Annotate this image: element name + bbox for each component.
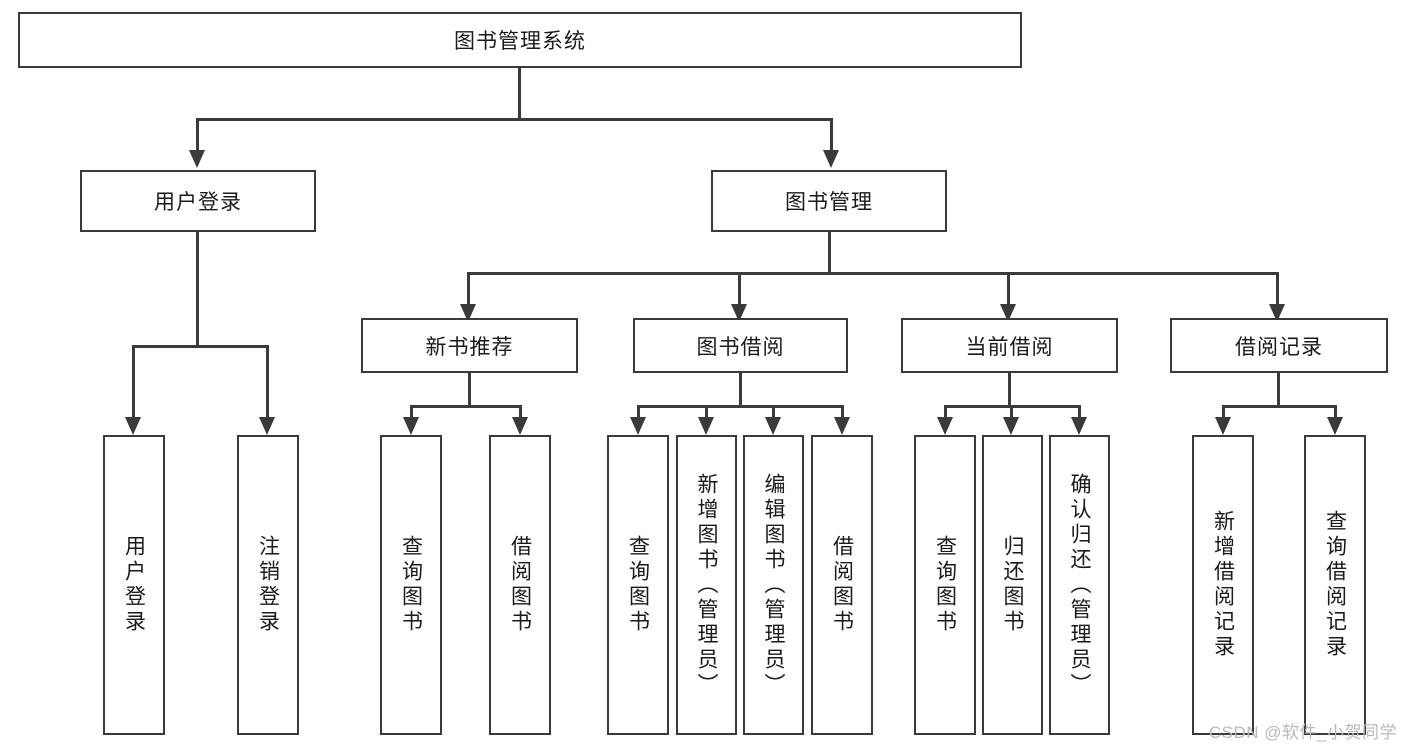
leaf-query-book-3[interactable]: 查询图书 [914, 435, 976, 735]
arrow-bm-to-borrow-record [1269, 304, 1285, 322]
edge-root-stem [518, 68, 521, 118]
node-current-borrow-label: 当前借阅 [965, 335, 1054, 359]
edge-bb-stem [739, 373, 742, 405]
edge-br-to-leaf-1 [1334, 405, 1337, 417]
leaf-borrow-book-1-label: 借阅图书 [508, 535, 532, 635]
edge-bb-bus [637, 405, 844, 408]
arrow-bm-to-current-borrow [1000, 304, 1016, 322]
arrow-cb-to-leaf-1 [1003, 417, 1019, 435]
node-book-borrow[interactable]: 图书借阅 [633, 318, 848, 373]
arrow-nbr-to-leaf-0 [403, 417, 419, 435]
node-book-borrow-label: 图书借阅 [696, 335, 785, 359]
node-book-management-label: 图书管理 [785, 191, 873, 214]
edge-cb-to-leaf-1 [1010, 405, 1013, 417]
arrow-bm-to-book-borrow [731, 304, 747, 322]
arrow-cb-to-leaf-0 [937, 417, 953, 435]
leaf-edit-book-label: 编辑图书（管理员） [762, 472, 785, 698]
leaf-logout[interactable]: 注销登录 [237, 435, 299, 735]
leaf-add-record[interactable]: 新增借阅记录 [1192, 435, 1254, 735]
edge-user-login-stem [196, 232, 199, 345]
leaf-confirm-return[interactable]: 确认归还（管理员） [1049, 435, 1110, 735]
leaf-return-book-label: 归还图书 [1001, 535, 1024, 635]
arrow-bb-to-leaf-0 [630, 417, 646, 435]
leaf-confirm-return-label: 确认归还（管理员） [1068, 472, 1091, 698]
leaf-borrow-book-1[interactable]: 借阅图书 [489, 435, 551, 735]
node-new-book-recommend[interactable]: 新书推荐 [361, 318, 578, 373]
edge-cb-to-leaf-2 [1078, 405, 1081, 417]
edge-user-login-to-leaf-0 [132, 345, 135, 417]
node-new-book-recommend-label: 新书推荐 [425, 335, 514, 359]
node-user-login-label: 用户登录 [154, 191, 242, 214]
node-borrow-record-label: 借阅记录 [1235, 335, 1323, 359]
edge-bm-to-book-borrow [738, 272, 741, 304]
leaf-edit-book[interactable]: 编辑图书（管理员） [743, 435, 804, 735]
node-book-management[interactable]: 图书管理 [711, 170, 947, 232]
leaf-query-record[interactable]: 查询借阅记录 [1304, 435, 1366, 735]
arrow-br-to-leaf-0 [1215, 417, 1231, 435]
edge-bb-to-leaf-3 [841, 405, 844, 417]
node-root-label: 图书管理系统 [454, 30, 586, 53]
leaf-query-book-3-label: 查询图书 [933, 535, 957, 635]
arrow-bb-to-leaf-1 [698, 417, 714, 435]
edge-br-bus [1222, 405, 1337, 408]
leaf-borrow-book-2-label: 借阅图书 [830, 535, 854, 635]
edge-bb-to-leaf-2 [772, 405, 775, 417]
leaf-query-book-1[interactable]: 查询图书 [380, 435, 442, 735]
leaf-user-login[interactable]: 用户登录 [103, 435, 165, 735]
edge-bm-to-new-book-recommend [467, 272, 470, 304]
leaf-return-book[interactable]: 归还图书 [982, 435, 1043, 735]
leaf-add-book-label: 新增图书（管理员） [695, 472, 718, 698]
node-user-login[interactable]: 用户登录 [80, 170, 316, 232]
arrow-root-to-user-login [189, 150, 205, 168]
leaf-logout-label: 注销登录 [256, 535, 280, 635]
edge-br-stem [1277, 373, 1280, 405]
edge-root-to-book-management [830, 118, 833, 150]
leaf-user-login-label: 用户登录 [122, 535, 146, 635]
node-root[interactable]: 图书管理系统 [18, 12, 1022, 68]
node-current-borrow[interactable]: 当前借阅 [901, 318, 1118, 373]
watermark: CSDN @软件_小贺同学 [1208, 723, 1397, 742]
edge-nbr-bus [410, 405, 522, 408]
edge-bb-to-leaf-0 [637, 405, 640, 417]
leaf-query-record-label: 查询借阅记录 [1323, 510, 1347, 660]
edge-user-login-to-leaf-1 [266, 345, 269, 417]
edge-user-login-bus [132, 345, 269, 348]
leaf-query-book-2[interactable]: 查询图书 [607, 435, 669, 735]
edge-nbr-to-leaf-1 [519, 405, 522, 417]
node-borrow-record[interactable]: 借阅记录 [1170, 318, 1388, 373]
arrow-root-to-book-management [823, 150, 839, 168]
edge-book-management-bus [467, 272, 1279, 275]
edge-root-bus [196, 118, 833, 121]
edge-bm-to-current-borrow [1007, 272, 1010, 304]
edge-book-management-stem [828, 232, 831, 272]
edge-br-to-leaf-0 [1222, 405, 1225, 417]
arrow-bm-to-new-book-recommend [460, 304, 476, 322]
arrow-cb-to-leaf-2 [1071, 417, 1087, 435]
edge-bb-to-leaf-1 [705, 405, 708, 417]
leaf-query-book-1-label: 查询图书 [399, 535, 423, 635]
edge-cb-to-leaf-0 [944, 405, 947, 417]
leaf-add-book[interactable]: 新增图书（管理员） [676, 435, 737, 735]
arrow-user-login-to-leaf-1 [259, 417, 275, 435]
edge-nbr-to-leaf-0 [410, 405, 413, 417]
edge-nbr-stem [468, 373, 471, 405]
arrow-user-login-to-leaf-0 [125, 417, 141, 435]
edge-root-to-user-login [196, 118, 199, 150]
arrow-bb-to-leaf-2 [765, 417, 781, 435]
arrow-bb-to-leaf-3 [834, 417, 850, 435]
leaf-borrow-book-2[interactable]: 借阅图书 [811, 435, 873, 735]
edge-bm-to-borrow-record [1276, 272, 1279, 304]
arrow-nbr-to-leaf-1 [512, 417, 528, 435]
leaf-query-book-2-label: 查询图书 [626, 535, 650, 635]
arrow-br-to-leaf-1 [1327, 417, 1343, 435]
edge-cb-stem [1008, 373, 1011, 405]
leaf-add-record-label: 新增借阅记录 [1211, 510, 1235, 660]
